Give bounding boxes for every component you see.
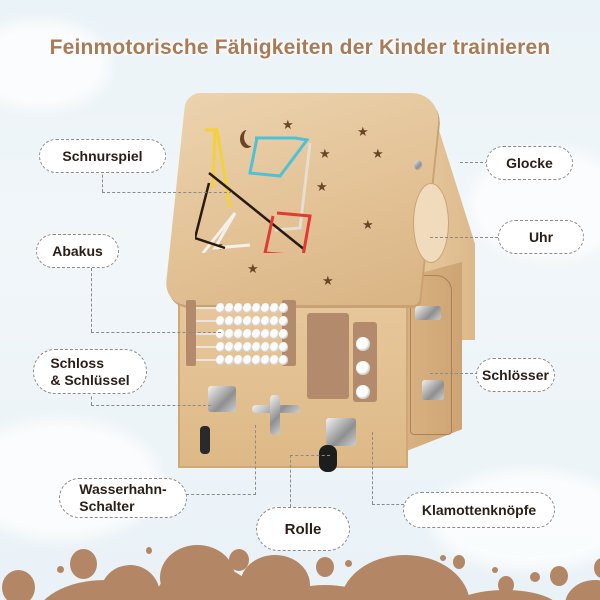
clothing-button[interactable] (356, 385, 370, 399)
background-cloud (0, 20, 110, 110)
clock-icon (413, 183, 449, 263)
label-glocke: Glocke (486, 146, 573, 180)
label-text-line1: Wasserhahn- (79, 481, 167, 497)
abacus-bead-row[interactable] (196, 355, 288, 365)
label-text-line2: Schalter (79, 498, 135, 514)
star-cutout-icon: ★ (372, 146, 384, 161)
label-text-line2: & Schlüssel (50, 371, 130, 388)
lacing-board-icon (195, 128, 312, 253)
connector-line (430, 237, 498, 238)
label-wasserhahn-schalter: Wasserhahn- Schalter (59, 478, 187, 518)
faucet-stem (270, 395, 280, 435)
connector-line (102, 170, 103, 192)
label-text: Schlösser (482, 366, 549, 383)
connector-line (290, 455, 291, 507)
label-schloss-schluessel: Schloss & Schlüssel (33, 349, 147, 394)
button-slider-icon (307, 313, 349, 399)
star-cutout-icon: ★ (247, 261, 259, 276)
bell-icon (414, 160, 422, 170)
side-door-outline (410, 275, 452, 435)
key-icon (200, 426, 210, 454)
clothing-button[interactable] (356, 337, 370, 351)
label-text-multiline: Wasserhahn- Schalter (79, 481, 166, 515)
connector-line (91, 332, 221, 333)
label-text: Abakus (52, 242, 103, 259)
label-text-line1: Schloss (50, 354, 105, 371)
connector-line (91, 268, 92, 332)
label-text: Uhr (528, 228, 554, 245)
star-cutout-icon: ★ (362, 217, 374, 232)
caster-mount (326, 418, 356, 446)
label-text-multiline: Schloss & Schlüssel (50, 355, 129, 389)
abacus-bead-row[interactable] (196, 342, 288, 352)
connector-line (290, 455, 330, 456)
page-title: Feinmotorische Fähigkeiten der Kinder tr… (49, 36, 551, 59)
abacus-icon (186, 300, 301, 366)
label-text: Rolle (284, 520, 322, 538)
connector-line (372, 504, 404, 505)
abacus-bead-row[interactable] (196, 329, 288, 339)
abacus-bead-row[interactable] (196, 303, 288, 313)
label-rolle: Rolle (256, 507, 350, 551)
connector-line (430, 373, 478, 374)
star-cutout-icon: ★ (316, 179, 328, 194)
label-uhr: Uhr (498, 220, 584, 254)
connector-line (91, 405, 211, 406)
label-abakus: Abakus (36, 234, 119, 268)
lock-key-icon (208, 386, 236, 412)
star-cutout-icon: ★ (282, 117, 294, 132)
clothing-button[interactable] (356, 361, 370, 375)
latch-icon (415, 306, 441, 320)
label-text: Schnurspiel (62, 147, 143, 164)
label-text: Glocke (506, 154, 553, 171)
abacus-bead-row[interactable] (196, 316, 288, 326)
latch-icon (422, 380, 444, 400)
connector-line (460, 162, 488, 163)
caster-wheel-icon (319, 445, 337, 472)
connector-line (255, 425, 256, 495)
connector-line (186, 494, 256, 495)
star-cutout-icon: ★ (322, 273, 334, 288)
star-cutout-icon: ★ (319, 146, 331, 161)
connector-line (102, 192, 232, 193)
label-schnurspiel: Schnurspiel (39, 139, 166, 173)
star-cutout-icon: ★ (357, 124, 369, 139)
label-klamottenknoepfe: Klamottenknöpfe (403, 492, 555, 528)
label-schloesser: Schlösser (476, 358, 555, 392)
connector-line (91, 391, 92, 405)
abacus-post-left (186, 300, 196, 366)
connector-line (372, 432, 373, 504)
label-text: Klamottenknöpfe (421, 501, 537, 518)
